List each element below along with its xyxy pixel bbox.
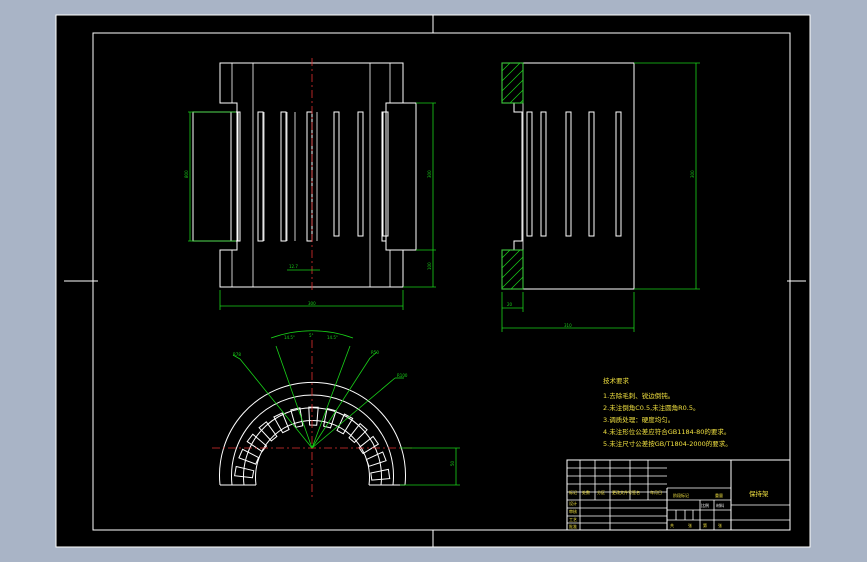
ring-pocket [348,422,368,444]
tb-cell-10: 阶段标记 [673,492,689,498]
dim-left-small: 100 [427,262,432,270]
title-material-label: 材料 [716,502,724,508]
tb-cell-11: 重量 [715,492,723,498]
dim-angle3: 14.5° [327,335,338,340]
tb-cell-4: 签名 [632,489,640,495]
ring-pocket [238,448,260,465]
tb-cell-13: 张 [688,522,692,528]
tb-cell-1: 处数 [582,489,590,495]
tb-cell-12: 共 [670,522,674,528]
title-part-name: 保持架 [749,489,769,498]
dim-left-offset: 12.7 [289,264,298,269]
ring-pocket [290,407,304,428]
note-4: 4.未注形位公差应符合GB1184-80的要求。 [603,427,730,436]
ring-pocket [308,406,319,426]
title-block [566,459,791,531]
dim-left-height-right: 300 [427,170,432,178]
dim-r3: R100 [397,373,408,378]
ring-pocket [258,421,278,442]
tb-cell-2: 分区 [597,489,605,495]
dim-angle1: 14.5° [284,335,295,340]
ring-pocket [336,413,354,435]
note-1: 1.去除毛刺、锐边倒钝。 [603,391,674,400]
dim-angle2: 5° [309,333,314,338]
ring-pocket [370,468,391,481]
tb-cell-9: 批准 [569,523,577,529]
right-view [501,62,700,332]
tb-cell-7: 审核 [569,508,577,514]
note-2: 2.未注倒角C0.5,未注圆角R0.5。 [603,403,700,412]
dim-bottom-h: 50 [450,460,455,466]
tb-cell-0: 标记 [569,489,577,495]
arc-view [212,330,460,500]
title-scale-label: 比例 [701,502,709,508]
tb-cell-5: 年月日 [650,489,662,495]
dim-right-width: 310 [564,323,572,328]
tb-cell-15: 张 [718,522,722,528]
dim-left-width: 300 [308,301,316,306]
ring-pocket [273,412,290,434]
dim-right-height: 300 [690,170,695,178]
notes-title: 技术要求 [603,376,630,385]
note-3: 3.调质处理：硬度均匀。 [603,415,674,424]
tb-cell-6: 设计 [569,500,577,506]
centering-marks [64,15,806,547]
tb-cell-8: 工艺 [569,517,577,522]
note-5: 5.未注尺寸公差按GB/T1804-2000的要求。 [603,439,732,448]
ring-pocket [358,435,380,455]
tb-cell-14: 第 [703,522,707,528]
ring-pocket [365,451,387,467]
ring-pocket [234,465,255,479]
dim-r1: R78 [233,352,241,357]
tb-cell-3: 更改文件号 [612,489,632,495]
dim-left-height: 800 [184,170,189,178]
left-view [188,58,436,310]
dim-right-small: 20 [507,302,513,307]
dim-r2: R50 [371,350,379,355]
